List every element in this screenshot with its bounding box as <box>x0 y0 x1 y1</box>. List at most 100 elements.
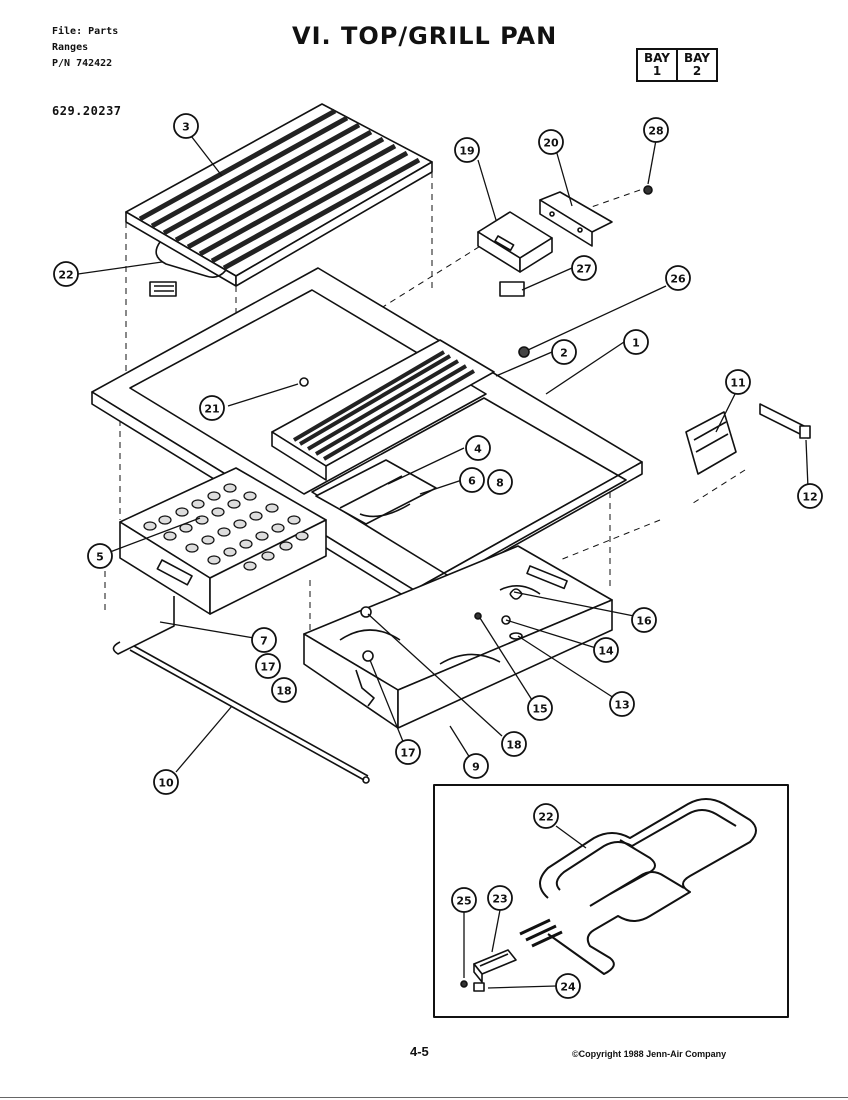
callout-22b <box>533 803 559 829</box>
callout-8-label: 8 <box>496 477 504 490</box>
callout-27 <box>571 255 597 281</box>
support-rod-part-7 <box>112 596 370 784</box>
callout-23-label: 23 <box>492 893 507 906</box>
callout-15-label: 15 <box>532 703 547 716</box>
callout-25-label: 25 <box>456 895 471 908</box>
callout-3-label: 3 <box>182 121 190 134</box>
callout-10 <box>153 769 179 795</box>
callout-24 <box>555 973 581 999</box>
callout-20 <box>538 129 564 155</box>
model-number: 629.20237 <box>52 104 122 118</box>
screw-part-21 <box>299 377 309 387</box>
callout-18a <box>271 677 297 703</box>
callout-26 <box>665 265 691 291</box>
callout-15 <box>527 695 553 721</box>
callout-17b <box>395 739 421 765</box>
callout-14-label: 14 <box>598 645 614 658</box>
callout-16 <box>631 607 657 633</box>
callout-13-label: 13 <box>614 699 629 712</box>
callout-7-label: 7 <box>260 635 268 648</box>
callout-21-label: 21 <box>204 403 219 416</box>
callout-22b-label: 22 <box>538 811 553 824</box>
side-bracket-part-11 <box>685 411 737 475</box>
callout-8 <box>487 469 513 495</box>
callout-7 <box>251 627 277 653</box>
file-line: File: Parts <box>52 26 119 37</box>
bay-2-label: BAY <box>684 51 710 65</box>
callout-17a <box>255 653 281 679</box>
callout-19 <box>454 137 480 163</box>
nut-part-26 <box>518 346 530 358</box>
page-title: VI. TOP/GRILL PAN <box>292 22 558 50</box>
bay-2-cell: BAY 2 <box>676 50 716 80</box>
bracket-part-20 <box>539 191 613 247</box>
bay-1-number: 1 <box>652 64 662 78</box>
callout-4 <box>465 435 491 461</box>
callout-24-label: 24 <box>560 981 576 994</box>
spacer-part-13 <box>509 632 523 640</box>
callout-5-label: 5 <box>96 551 104 564</box>
grommet-part-17 <box>362 650 374 662</box>
bay-box: BAY 1 BAY 2 <box>636 48 718 82</box>
callout-13 <box>609 691 635 717</box>
callout-10-label: 10 <box>158 777 174 790</box>
callout-23 <box>487 885 513 911</box>
callout-21 <box>199 395 225 421</box>
callout-12-label: 12 <box>802 491 817 504</box>
rock-pan-part-5 <box>119 467 327 615</box>
callout-11-label: 11 <box>730 377 745 390</box>
bay-1-label: BAY <box>644 51 670 65</box>
clip-part-24 <box>473 982 485 992</box>
callout-1-label: 1 <box>632 337 640 350</box>
bay-1-cell: BAY 1 <box>638 50 676 80</box>
callout-28-label: 28 <box>648 125 663 138</box>
page-number: 4-5 <box>410 1044 429 1059</box>
terminal-block-part-23 <box>473 949 517 983</box>
callout-circles <box>53 113 823 999</box>
screw-part-25 <box>460 980 468 988</box>
side-bracket-part-12 <box>759 403 811 439</box>
callout-26-label: 26 <box>670 273 686 286</box>
bracket-part-19 <box>477 211 553 297</box>
callout-3 <box>173 113 199 139</box>
callout-20-label: 20 <box>543 137 559 150</box>
callout-19-label: 19 <box>459 145 474 158</box>
heating-element-part-22 <box>539 798 757 975</box>
callout-28 <box>643 117 669 143</box>
callout-11 <box>725 369 751 395</box>
grill-grate-part-3 <box>125 103 433 297</box>
center-grill-part-2 <box>271 339 495 481</box>
callout-18a-label: 18 <box>276 685 291 698</box>
callout-5 <box>87 543 113 569</box>
callout-4-label: 4 <box>474 443 482 456</box>
callout-1 <box>623 329 649 355</box>
callout-6-label: 6 <box>468 475 476 488</box>
file-info: File: Parts Ranges P/N 742422 <box>52 24 118 72</box>
bay-2-number: 2 <box>692 64 702 78</box>
inset-element-box <box>433 784 789 1018</box>
callout-2 <box>551 339 577 365</box>
callout-22a-label: 22 <box>58 269 73 282</box>
callout-9 <box>463 753 489 779</box>
callout-12 <box>797 483 823 509</box>
bottom-rule <box>0 1097 848 1098</box>
copyright-notice: ©Copyright 1988 Jenn-Air Company <box>572 1049 727 1059</box>
part-number-line: P/N 742422 <box>52 58 113 69</box>
callout-9-label: 9 <box>472 761 480 774</box>
callout-25 <box>451 887 477 913</box>
callout-17a-label: 17 <box>260 661 275 674</box>
callout-17b-label: 17 <box>400 747 415 760</box>
leader-lines <box>77 131 809 773</box>
callout-2-label: 2 <box>560 347 568 360</box>
callout-16-label: 16 <box>636 615 652 628</box>
callout-27-label: 27 <box>576 263 591 276</box>
screw-part-28 <box>643 185 653 195</box>
lower-pan-part-9 <box>303 545 613 729</box>
screw-part-15 <box>474 612 482 620</box>
category-line: Ranges <box>52 42 89 53</box>
callout-6 <box>459 467 485 493</box>
callout-18b-label: 18 <box>506 739 521 752</box>
callout-22a <box>53 261 79 287</box>
callout-14 <box>593 637 619 663</box>
